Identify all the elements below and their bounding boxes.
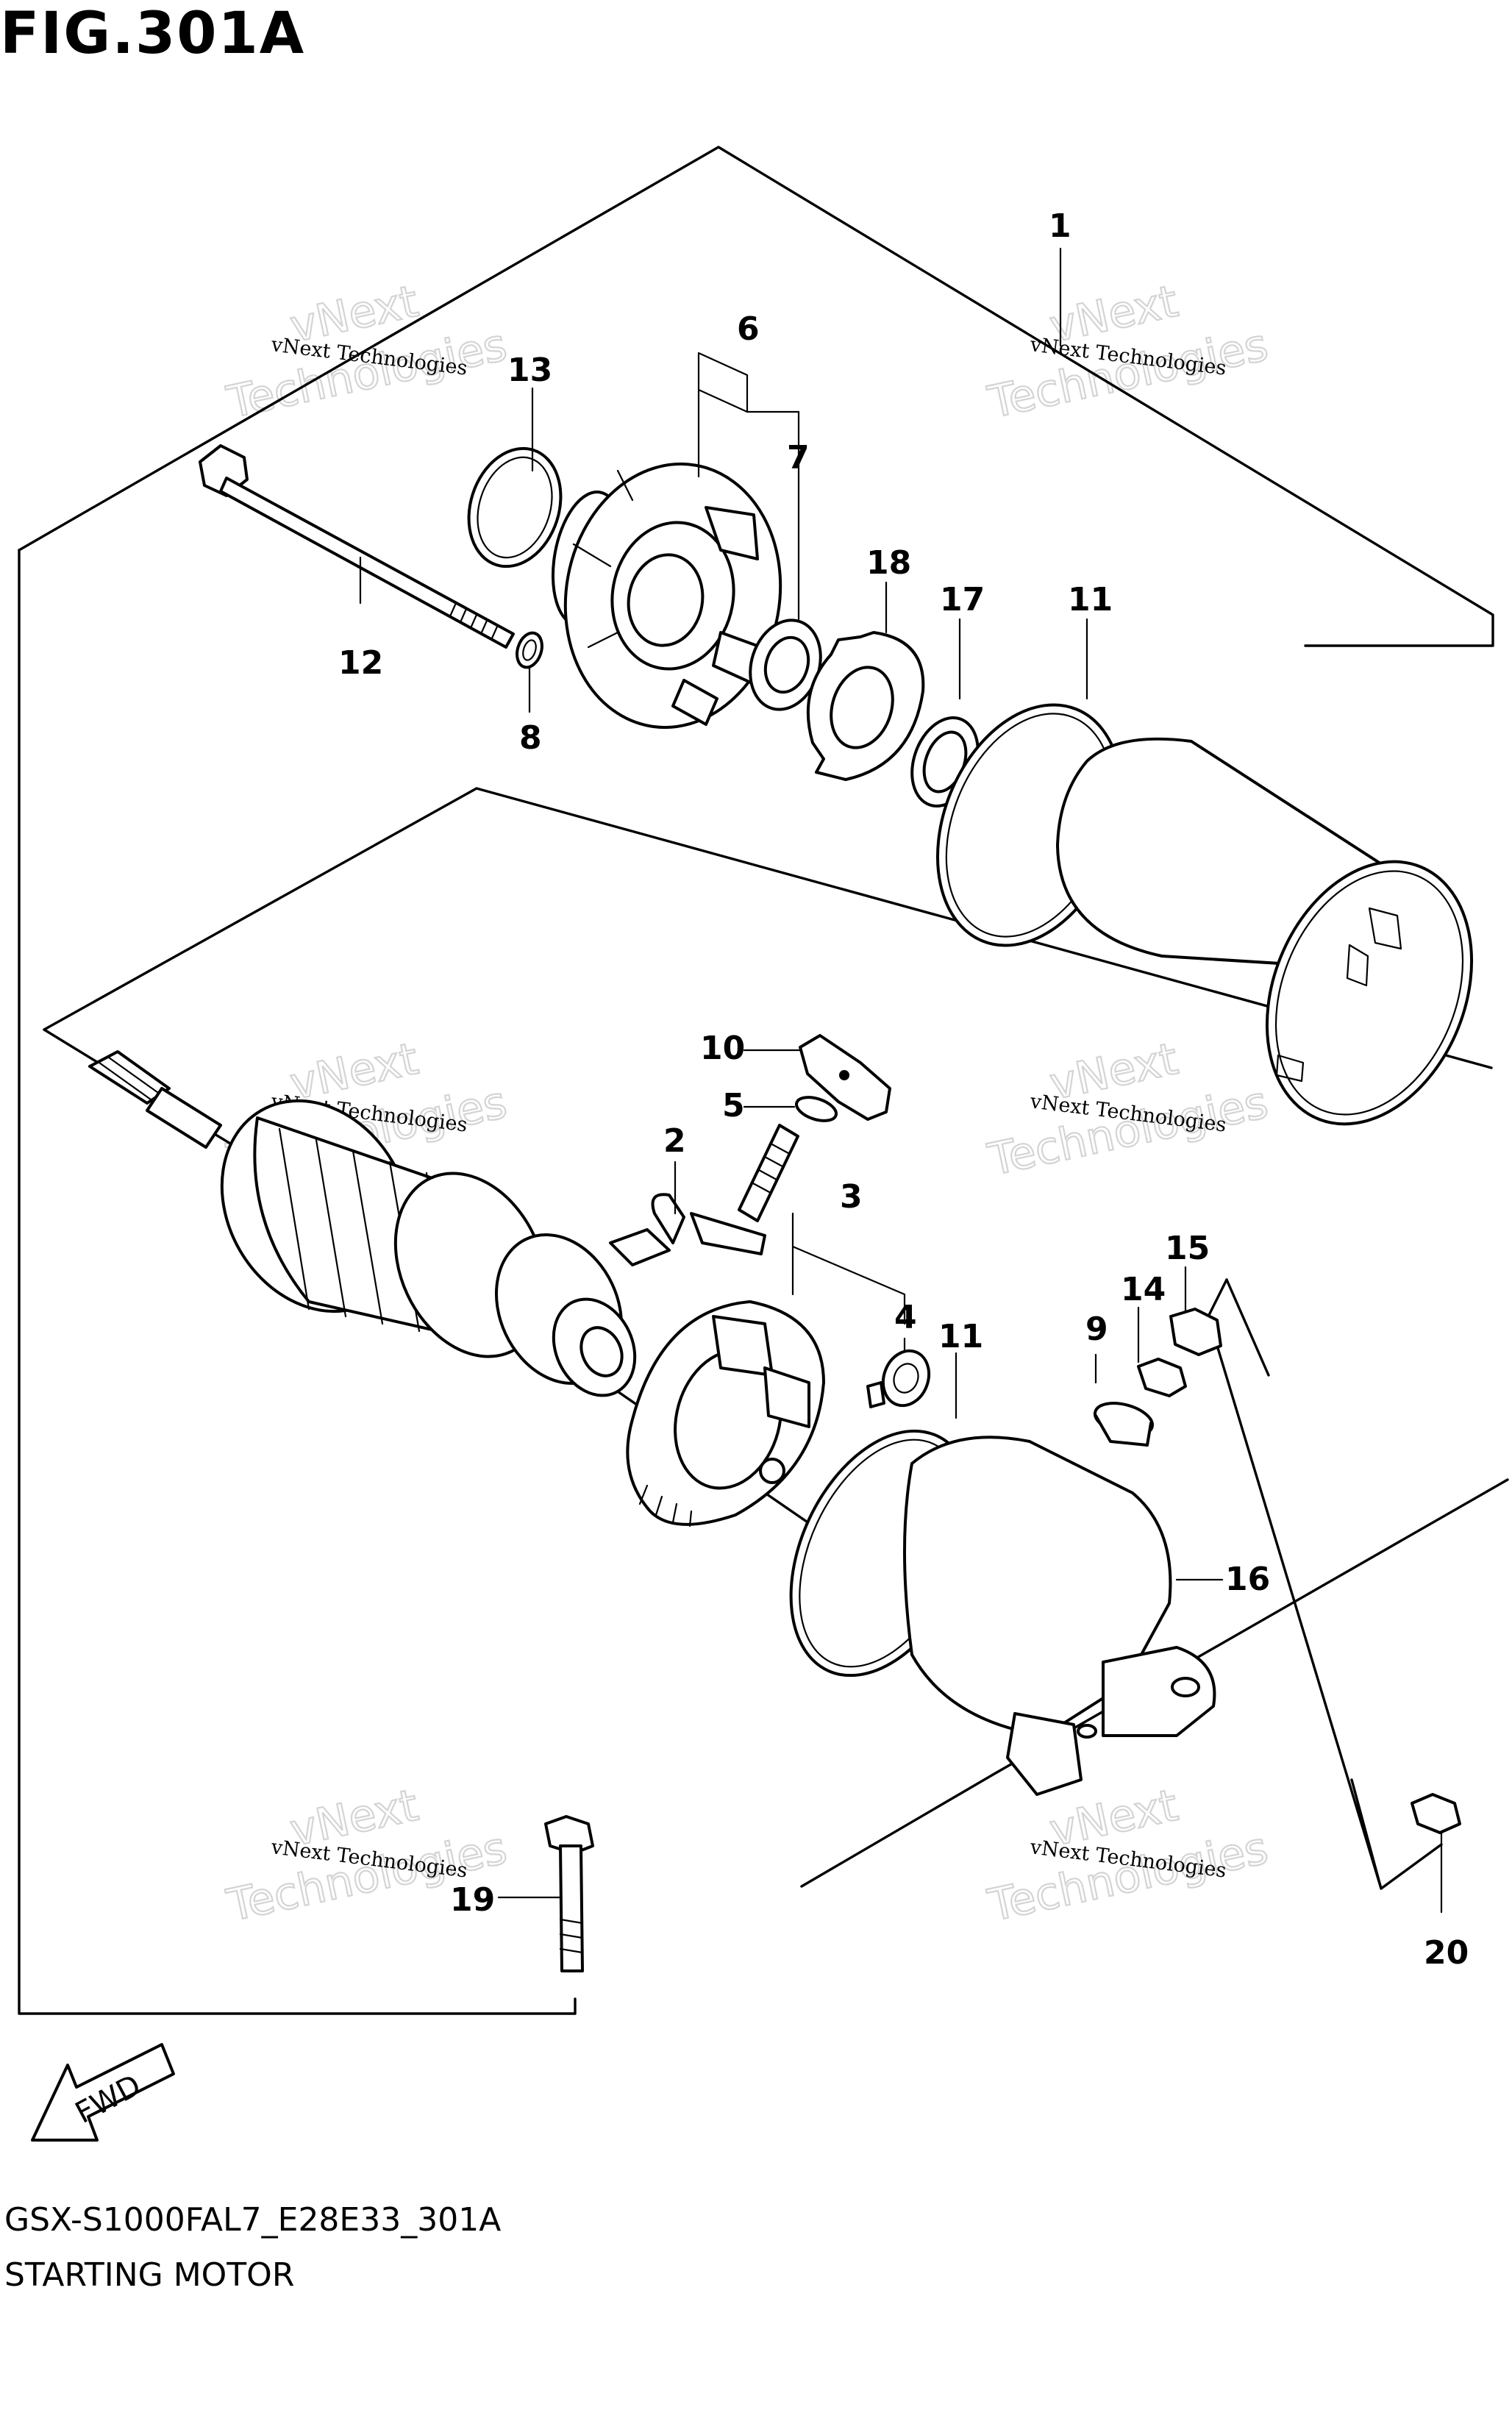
callout-13: 13	[507, 352, 552, 389]
callout-14: 14	[1121, 1271, 1166, 1308]
terminal-nut-15	[1169, 1308, 1222, 1356]
callout-12: 12	[338, 644, 383, 682]
callout-9: 9	[1085, 1311, 1108, 1348]
yoke-housing	[1056, 737, 1474, 1126]
callout-17: 17	[940, 581, 985, 618]
callout-7: 7	[787, 439, 810, 477]
leader-lines	[359, 247, 1443, 1914]
washer	[516, 631, 543, 669]
rear-bearing	[881, 1349, 931, 1408]
callout-numbers: 1 6 13 7 18 17 11 12 8 10 5 2 3 4 11 9 1…	[338, 207, 1469, 1972]
assembly-frame-nut-line	[1225, 1278, 1270, 1377]
watermark-top-left: vNext Technologies vNext Technologies	[221, 275, 512, 429]
drawing-code: GSX-S1000FAL7_E28E33_301A	[4, 2201, 502, 2239]
callout-11-lower: 11	[938, 1318, 983, 1355]
callout-19: 19	[450, 1881, 495, 1919]
callout-5: 5	[722, 1087, 745, 1124]
callout-3: 3	[840, 1178, 863, 1216]
front-housing	[551, 462, 782, 730]
brush-holder	[626, 1300, 825, 1527]
callout-11-upper: 11	[1068, 581, 1113, 618]
terminal-bolt-set	[609, 1124, 799, 1266]
armature	[88, 1050, 637, 1397]
through-bolt	[199, 444, 515, 649]
figure-title: FIG.301A	[0, 1, 306, 67]
terminal-o-ring	[795, 1096, 838, 1122]
callout-20: 20	[1424, 1934, 1469, 1972]
rear-housing	[903, 1436, 1216, 1796]
watermark-bottom-right: vNext Technologies vNext Technologies	[983, 1779, 1273, 1933]
callout-18: 18	[866, 544, 911, 582]
mounting-nut	[1411, 1793, 1461, 1834]
callout-15: 15	[1165, 1230, 1210, 1267]
terminal-nut-14	[1137, 1358, 1187, 1397]
watermark-top-right: vNext Technologies vNext Technologies	[983, 275, 1273, 429]
callout-2: 2	[663, 1122, 686, 1160]
callout-16: 16	[1225, 1561, 1270, 1598]
watermark-mid-right: vNext Technologies vNext Technologies	[983, 1033, 1273, 1187]
assembly-frame-upper	[18, 146, 1494, 647]
callout-8: 8	[519, 719, 542, 757]
assembly-frame-right-bracket	[1207, 1278, 1443, 1890]
figure-caption: STARTING MOTOR	[4, 2256, 295, 2294]
assembly-frame-middle	[43, 787, 1493, 1069]
assembly-frame-upper-left	[18, 549, 577, 2015]
fwd-direction-arrow: FWD	[31, 2043, 175, 2142]
assembly-frame-lower	[574, 1478, 1509, 2015]
mounting-bolt	[544, 1815, 594, 1972]
callout-1: 1	[1049, 207, 1071, 245]
callout-4: 4	[894, 1299, 917, 1336]
callout-10: 10	[700, 1030, 745, 1067]
o-ring-front	[467, 446, 563, 568]
callout-6: 6	[737, 310, 760, 348]
